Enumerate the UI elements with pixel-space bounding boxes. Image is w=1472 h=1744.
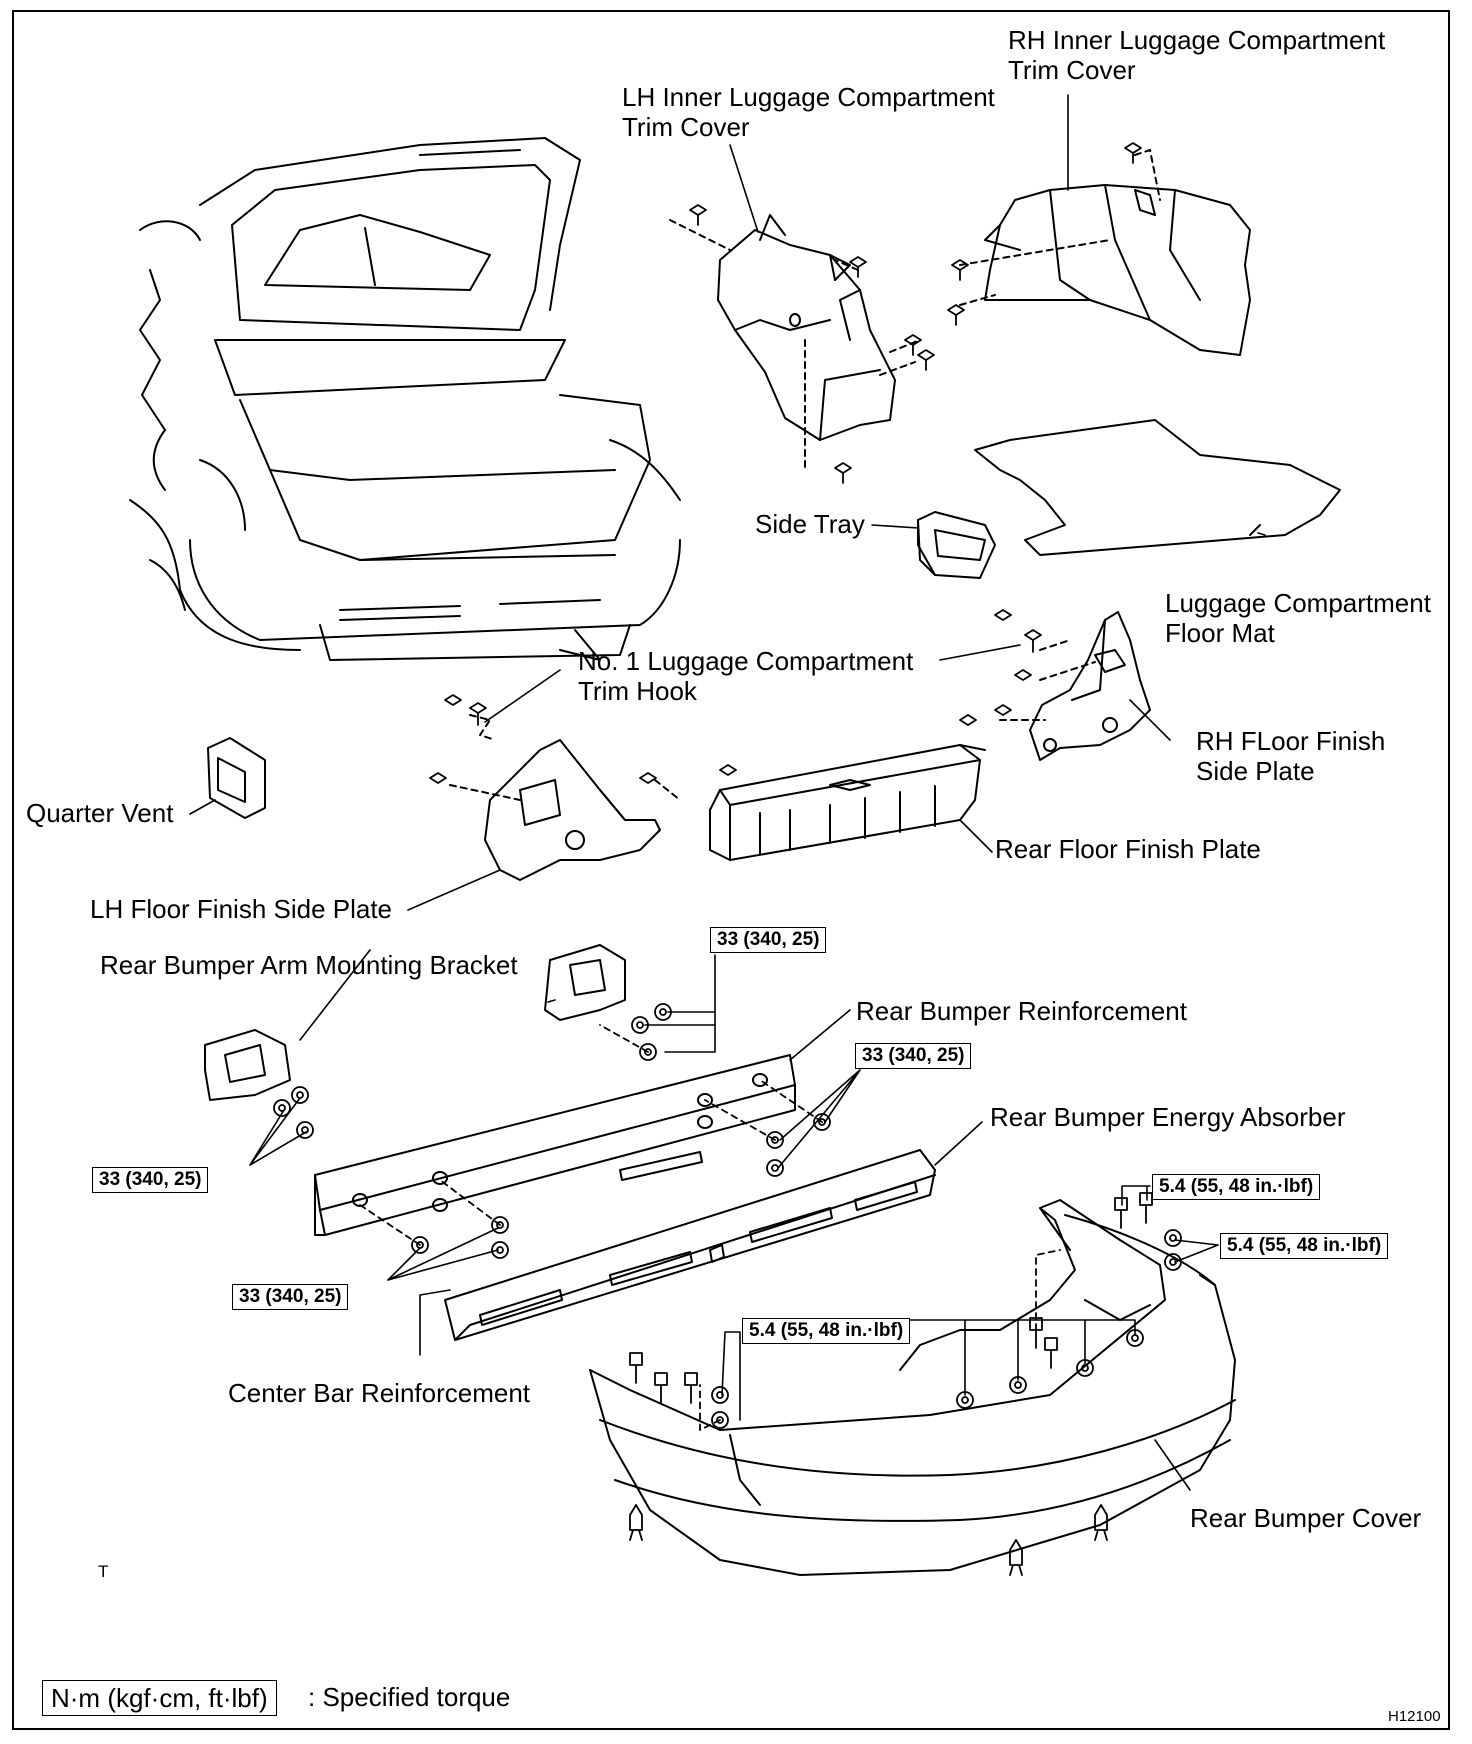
label-center-bar-reinforcement: Center Bar Reinforcement: [228, 1378, 531, 1408]
label-rear-floor-finish-plate: Rear Floor Finish Plate: [995, 834, 1261, 864]
bolts: [629, 1192, 1153, 1404]
rh-inner-trim-cover: [959, 149, 1251, 356]
quarter-vent: [207, 737, 266, 819]
legend-text: : Specified torque: [308, 1682, 511, 1712]
figure-code: H12100: [1388, 1708, 1441, 1725]
lh-inner-trim-cover: [669, 214, 921, 471]
torque-box-33-reinforcement-right: 33 (340, 25): [855, 1043, 972, 1069]
lh-floor-finish-side-plate: [449, 714, 681, 881]
clips: [429, 142, 1142, 784]
leader-lines: [189, 94, 1266, 1491]
mark-t: T: [98, 1562, 109, 1581]
label-trim-hook: No. 1 Luggage Compartment Trim Hook: [578, 646, 914, 706]
push-clips: [629, 1504, 1108, 1576]
label-rh-inner-trim-cover: RH Inner Luggage Compartment Trim Cover: [1008, 25, 1386, 85]
label-side-tray: Side Tray: [755, 509, 865, 539]
label-rear-bumper-cover: Rear Bumper Cover: [1190, 1503, 1422, 1533]
label-quarter-vent: Quarter Vent: [26, 798, 174, 828]
torque-box-33-bracket: 33 (340, 25): [710, 927, 827, 953]
rear-floor-finish-plate: [709, 744, 986, 861]
label-floor-mat: Luggage Compartment Floor Mat: [1165, 588, 1431, 648]
torque-box-33-left: 33 (340, 25): [92, 1167, 209, 1193]
torque-box-33-center: 33 (340, 25): [232, 1284, 349, 1310]
rear-bumper-reinforcement: [314, 1054, 796, 1236]
side-tray: [917, 511, 996, 579]
label-rh-floor-finish-side-plate: RH FLoor Finish Side Plate: [1196, 726, 1386, 786]
label-rear-bumper-reinforcement: Rear Bumper Reinforcement: [856, 996, 1187, 1026]
diagram-frame: [12, 10, 1450, 1730]
car-rear-illustration: [129, 137, 681, 661]
floor-mat: [974, 419, 1341, 556]
label-energy-absorber: Rear Bumper Energy Absorber: [990, 1102, 1346, 1132]
rear-bumper-energy-absorber: [444, 1149, 936, 1341]
label-arm-mounting-bracket: Rear Bumper Arm Mounting Bracket: [100, 950, 518, 980]
label-lh-floor-finish-side-plate: LH Floor Finish Side Plate: [90, 894, 393, 924]
rh-floor-finish-side-plate: [999, 611, 1151, 761]
rear-bumper-cover: [589, 1199, 1236, 1576]
legend-unit-box: N·m (kgf·cm, ft·lbf): [42, 1680, 277, 1716]
torque-box-5-4-cover: 5.4 (55, 48 in.·lbf): [742, 1318, 911, 1344]
torque-box-5-4-right: 5.4 (55, 48 in.·lbf): [1220, 1233, 1389, 1259]
arm-mounting-brackets: [204, 944, 626, 1101]
torque-box-5-4-top: 5.4 (55, 48 in.·lbf): [1152, 1174, 1321, 1200]
label-lh-inner-trim-cover: LH Inner Luggage Compartment Trim Cover: [622, 82, 995, 142]
